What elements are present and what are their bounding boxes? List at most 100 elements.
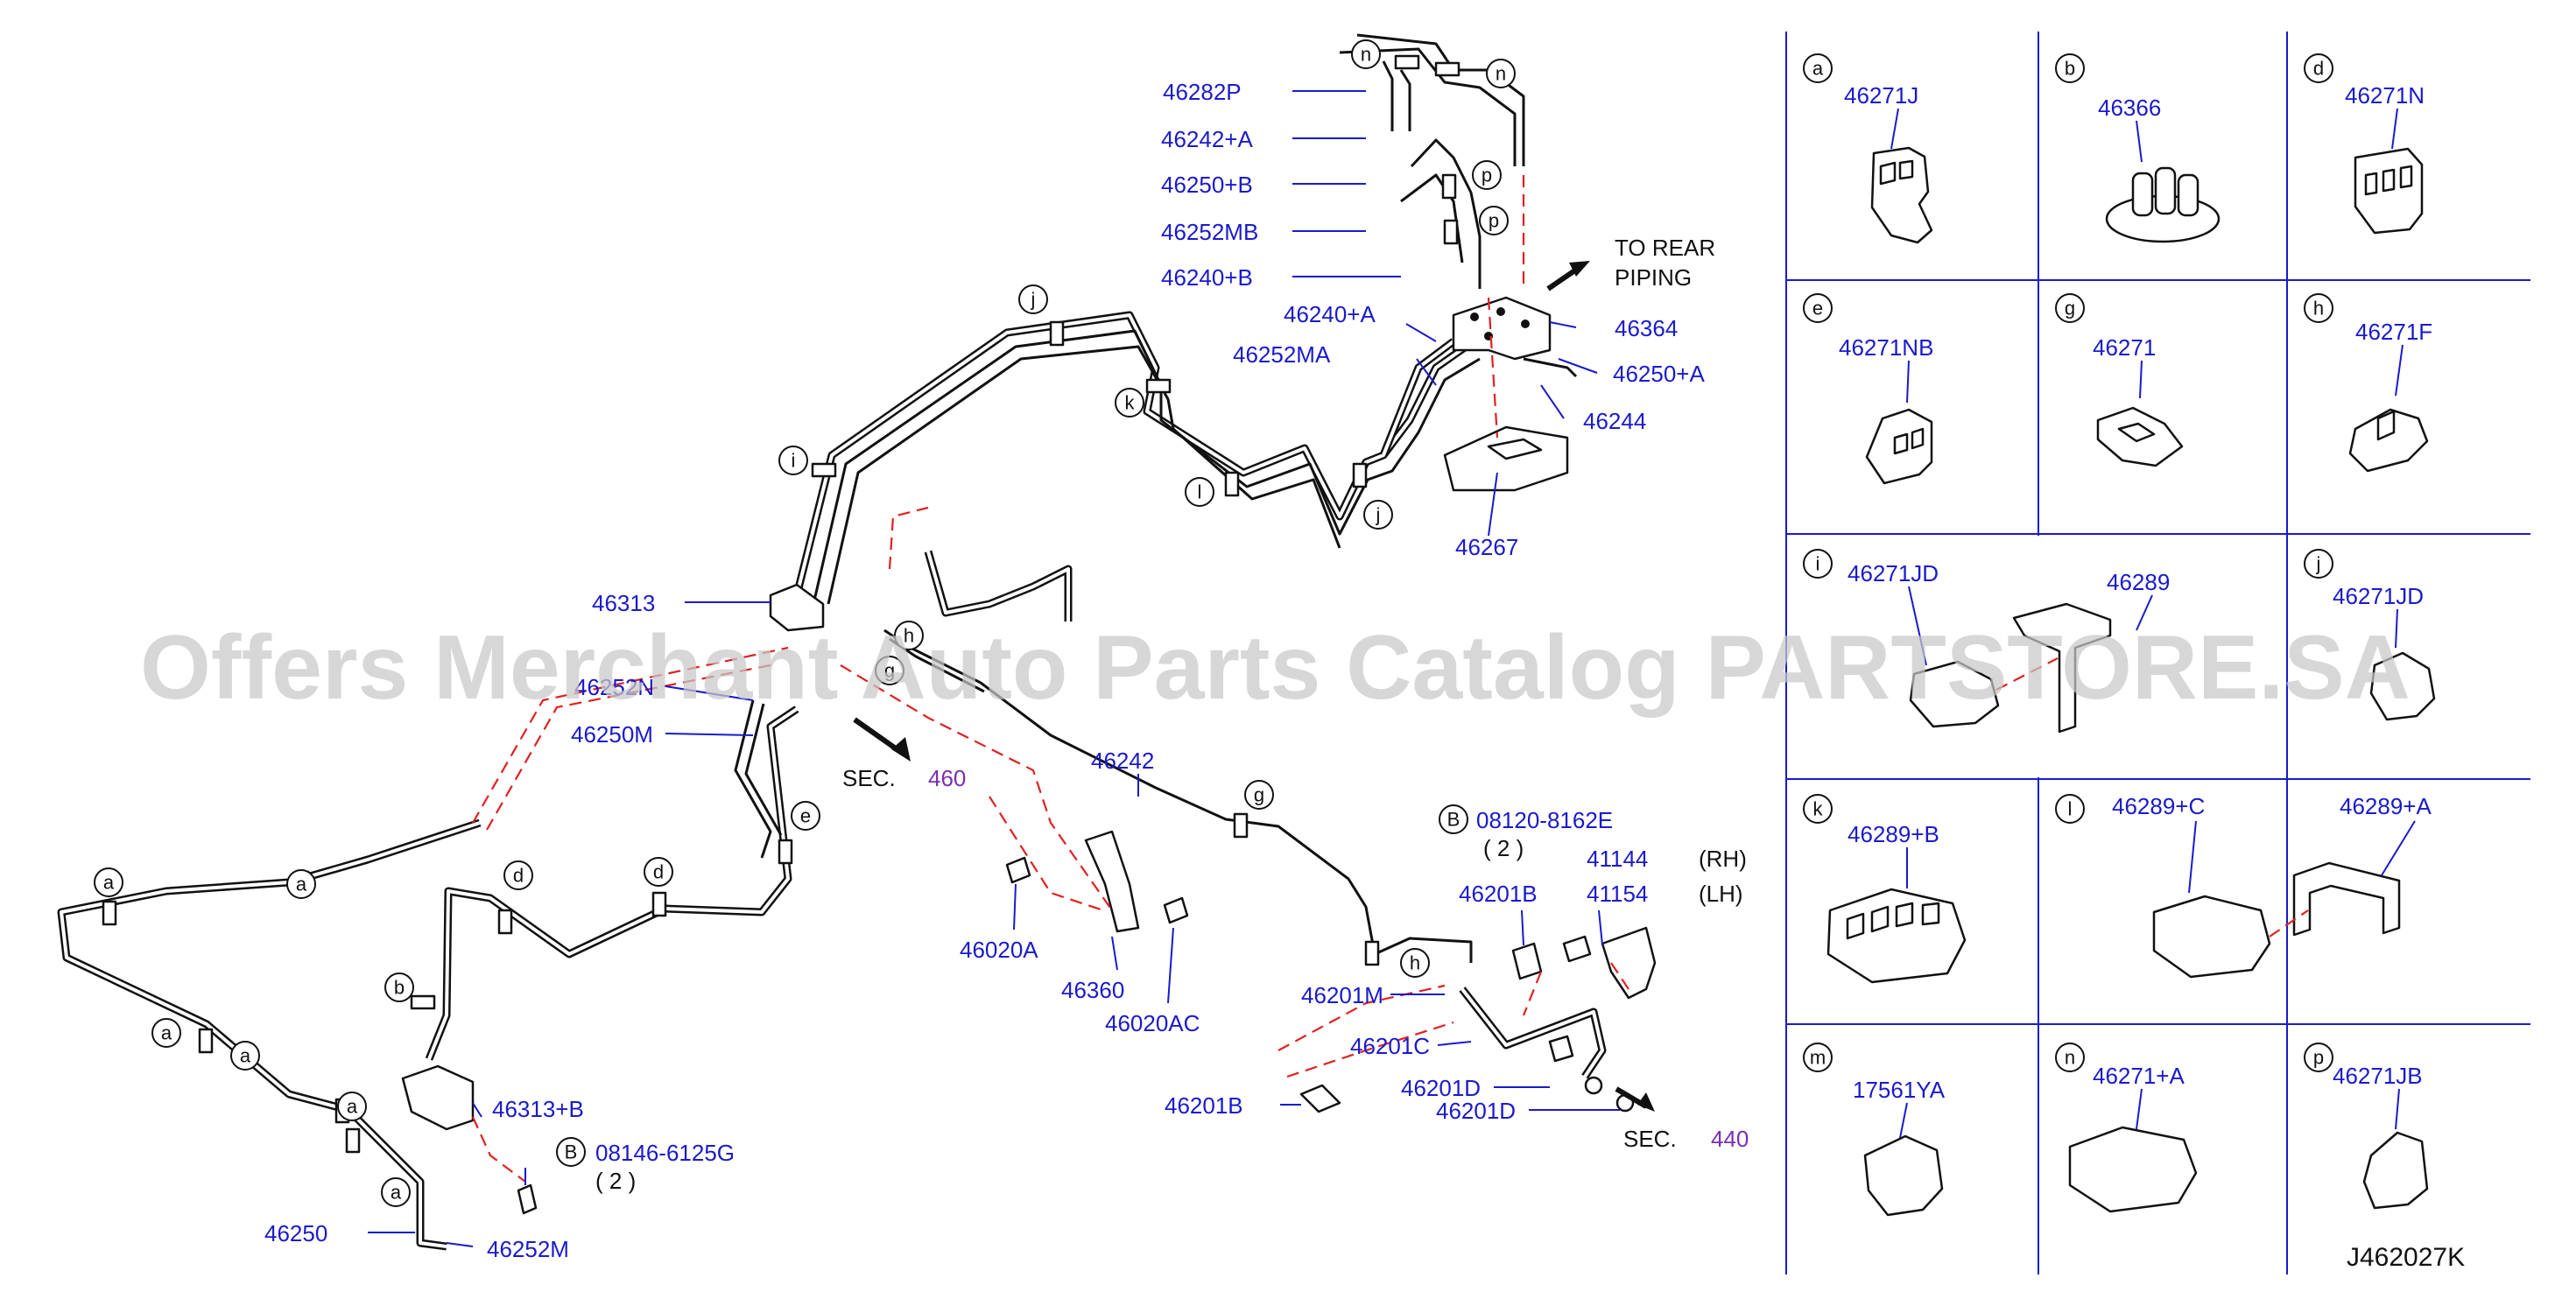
clip-cell-n: n 46271+A	[2055, 1043, 2198, 1213]
clip-cell-b: b 46366	[2055, 53, 2221, 243]
part-label-46250: 46250	[264, 1220, 327, 1246]
clip-letter: p	[2313, 1047, 2324, 1069]
clip-part-number: 17561YA	[1853, 1077, 1946, 1103]
arrow-sec440-icon	[1637, 1092, 1655, 1112]
callout-g: g	[1244, 780, 1274, 810]
callout-a: a	[230, 1041, 260, 1071]
part-label-46252MA: 46252MA	[1233, 341, 1331, 368]
label-sec: SEC.	[842, 765, 896, 791]
callout-n: n	[1351, 39, 1381, 69]
part-label-46242A: 46242+A	[1161, 126, 1253, 152]
clip-46271JB-icon	[2362, 1131, 2429, 1210]
callout-l: l	[1185, 477, 1214, 507]
clip-cell-l: l 46289+C 46289+A	[2055, 793, 2432, 979]
callout-a: a	[151, 1018, 181, 1048]
label-quantity: ( 2 )	[1483, 835, 1524, 861]
clip-letter: n	[2065, 1047, 2075, 1069]
callout-a: a	[337, 1092, 367, 1121]
label-lh: (LH)	[1699, 881, 1743, 907]
clip-part-number: 46271J	[1844, 82, 1918, 109]
callout-B: B	[1439, 804, 1468, 834]
callout-i: i	[778, 446, 808, 475]
arrow-sec460-icon	[891, 737, 911, 762]
clip-letter: j	[2316, 553, 2321, 575]
clip-grid: a 46271J b 46366 d 46271N e	[1785, 32, 2530, 1274]
arrow-rear-piping-icon	[1569, 261, 1590, 277]
bolt-46020AC-icon	[1163, 896, 1189, 924]
clip-cell-g: g 46271	[2055, 293, 2184, 467]
clip-part-number: 46271JB	[2333, 1063, 2423, 1089]
part-label-08120-8162E: 08120-8162E	[1476, 807, 1613, 833]
bracket-41144-icon	[1601, 926, 1657, 1000]
clip-46271F-icon	[2348, 408, 2429, 473]
clip-letter: b	[2065, 58, 2075, 80]
pipe-46252MB	[1410, 138, 1482, 289]
bolt-46201C-icon	[1548, 1035, 1574, 1063]
svg-text:j: j	[1031, 289, 1036, 311]
callout-n: n	[1486, 59, 1516, 88]
svg-text:h: h	[1410, 952, 1420, 974]
clip-17561YA-icon	[1863, 1134, 1944, 1217]
clip-46271JD-icon	[1909, 660, 2000, 728]
clip-part-number: 46271N	[2345, 82, 2425, 109]
clip-cell-e: e 46271NB	[1803, 293, 1933, 485]
clip-letter: l	[2068, 798, 2073, 820]
clip-part-number: 46289+A	[2340, 793, 2432, 819]
junction-block-icon	[1452, 296, 1552, 361]
clip-letter: d	[2313, 58, 2324, 80]
hardware	[401, 583, 1657, 1215]
part-label-41144: 41144	[1587, 846, 1648, 872]
part-label-46240A: 46240+A	[1284, 301, 1376, 327]
part-label-46201D: 46201D	[1401, 1075, 1481, 1101]
part-label-46242: 46242	[1091, 748, 1154, 774]
callout-e: e	[791, 801, 820, 831]
clip-46201B-icon	[1511, 942, 1543, 980]
callout-j: j	[1018, 284, 1048, 314]
part-label-46201C: 46201C	[1350, 1033, 1430, 1059]
part-label-46364: 46364	[1615, 315, 1678, 341]
part-label-46020AC: 46020AC	[1105, 1010, 1200, 1036]
clip-cell-i: i 46271JD 46289	[1803, 549, 2170, 734]
svg-text:d: d	[653, 861, 664, 883]
bracket-46289A-icon	[2292, 861, 2401, 937]
clip-detail-icon	[1879, 159, 1914, 186]
svg-text:g: g	[1254, 784, 1264, 806]
bracket-46360-icon	[1084, 830, 1140, 933]
part-label-46244: 46244	[1583, 408, 1646, 434]
part-number-labels: 46282P 46242+A 46250+B 46252MB 46240+B 4…	[264, 79, 1705, 1262]
callout-p: p	[1472, 160, 1502, 190]
part-label-46020A: 46020A	[960, 937, 1038, 963]
diagram-code: J462027K	[2347, 1243, 2465, 1272]
pipe-46252M	[425, 706, 799, 1061]
bolt-46020A-icon	[1005, 856, 1031, 884]
leader-lines	[368, 90, 1620, 1247]
svg-text:i: i	[792, 450, 796, 472]
part-label-46282P: 46282P	[1163, 79, 1242, 105]
bracket-46289-icon	[2012, 602, 2112, 734]
svg-text:p: p	[1482, 165, 1492, 186]
svg-text:h: h	[904, 625, 914, 647]
part-label-46201M: 46201M	[1301, 982, 1383, 1008]
clip-cell-a: a 46271J	[1803, 53, 1933, 244]
clip-46289C-icon	[2152, 895, 2271, 979]
callout-a: a	[286, 869, 316, 899]
svg-text:g: g	[884, 660, 895, 682]
clip-part-number: 46271JD	[2333, 583, 2424, 609]
washer-46201D-icon	[1584, 1076, 1603, 1095]
part-label-46360: 46360	[1061, 977, 1124, 1003]
clip-cell-d: d 46271N	[2304, 53, 2425, 235]
svg-text:B: B	[565, 1141, 578, 1163]
callout-a: a	[94, 867, 123, 897]
clip-46271A-icon	[2068, 1126, 2198, 1213]
callout-h: h	[894, 621, 924, 650]
part-label-46313B: 46313+B	[492, 1096, 584, 1122]
clip-part-number: 46366	[2098, 95, 2161, 121]
callout-k: k	[1115, 388, 1144, 418]
junction-46364	[1443, 296, 1569, 492]
svg-text:a: a	[103, 872, 115, 894]
pipe-46250M	[734, 699, 772, 859]
callout-d: d	[503, 860, 533, 890]
svg-text:b: b	[394, 977, 405, 999]
part-label-46250B: 46250+B	[1161, 172, 1253, 198]
part-label-46201B-2: 46201B	[1165, 1092, 1243, 1119]
